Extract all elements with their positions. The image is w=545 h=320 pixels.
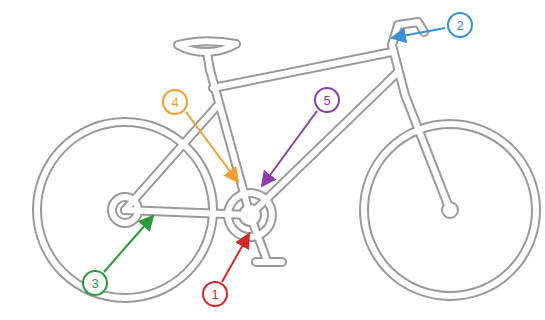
callout-circle: 4 xyxy=(162,89,188,115)
callout-number: 4 xyxy=(171,96,178,109)
callout-number: 1 xyxy=(211,288,218,301)
callout-circle: 3 xyxy=(82,270,108,296)
callout-circle: 2 xyxy=(447,12,473,38)
callout-number: 3 xyxy=(91,277,98,290)
callout-number: 2 xyxy=(456,19,463,32)
leader-arrow xyxy=(392,28,445,38)
leader-arrow xyxy=(186,112,238,182)
callout-circle: 1 xyxy=(202,281,228,307)
leader-arrow xyxy=(104,216,153,272)
leader-arrow xyxy=(222,234,249,282)
leader-arrow xyxy=(262,111,317,186)
callout-circle: 5 xyxy=(314,87,340,113)
callout-number: 5 xyxy=(323,94,330,107)
